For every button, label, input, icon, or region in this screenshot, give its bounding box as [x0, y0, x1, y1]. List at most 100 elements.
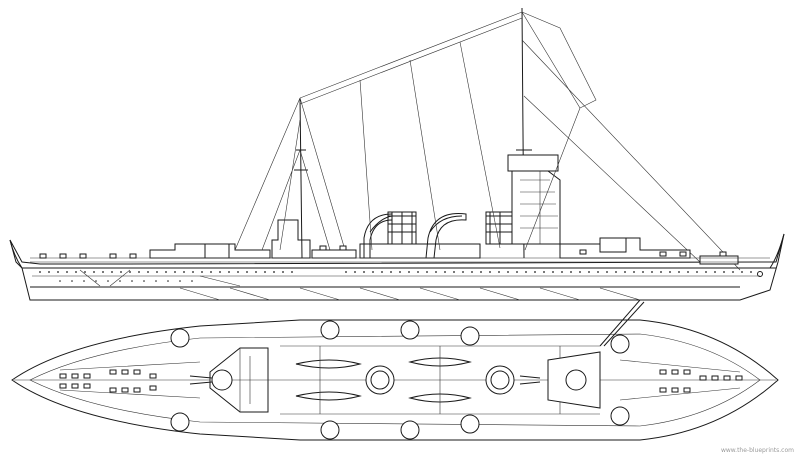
- deck-fitting: [129, 253, 137, 259]
- porthole: [687, 271, 689, 273]
- porthole: [426, 271, 428, 273]
- porthole: [579, 271, 581, 273]
- boat-crane-2: [425, 213, 467, 259]
- deck-fitting: [71, 373, 79, 379]
- porthole: [237, 271, 239, 273]
- porthole: [705, 271, 707, 273]
- porthole: [390, 271, 392, 273]
- porthole: [102, 271, 104, 273]
- plan-fore-turret: [211, 369, 233, 391]
- porthole: [633, 271, 635, 273]
- porthole: [399, 271, 401, 273]
- deck-fitting: [735, 375, 743, 381]
- porthole: [750, 271, 752, 273]
- porthole: [219, 271, 221, 273]
- porthole: [183, 271, 185, 273]
- deck-fittings: [39, 245, 727, 259]
- porthole: [651, 271, 653, 273]
- porthole: [119, 280, 121, 282]
- casemate-gun: [320, 420, 340, 440]
- aft-house: [699, 255, 739, 265]
- porthole: [534, 271, 536, 273]
- porthole: [606, 271, 608, 273]
- deck-outline: [11, 319, 779, 441]
- deck-fitting: [579, 249, 587, 255]
- plan-fore-guns: [189, 375, 213, 385]
- porthole: [201, 271, 203, 273]
- porthole: [732, 271, 734, 273]
- deck-fitting: [711, 375, 719, 381]
- porthole: [552, 271, 554, 273]
- fore-mast: [294, 97, 308, 259]
- deck-fitting: [71, 383, 79, 389]
- casemate-gun: [320, 320, 340, 340]
- porthole: [588, 271, 590, 273]
- porthole: [167, 280, 169, 282]
- porthole: [111, 271, 113, 273]
- deck-fitting: [319, 245, 327, 251]
- main-mast-tower: [511, 170, 561, 245]
- porthole: [282, 271, 284, 273]
- plan-aft-guns: [519, 375, 541, 385]
- deck-fitting: [133, 387, 141, 393]
- plan-funnel-1: [365, 365, 395, 395]
- casemate-gun: [610, 334, 630, 354]
- casemate-gun: [170, 412, 190, 432]
- deck-fitting: [59, 383, 67, 389]
- porthole: [155, 280, 157, 282]
- main-mast-details: [520, 171, 558, 244]
- deck-fitting: [109, 253, 117, 259]
- porthole: [59, 280, 61, 282]
- main-mast-platform: [507, 154, 559, 172]
- porthole: [156, 271, 158, 273]
- porthole: [408, 271, 410, 273]
- plan-boats: [295, 357, 472, 403]
- porthole: [192, 271, 194, 273]
- deck-rail: [30, 257, 770, 263]
- funnel-2-cap: [486, 212, 512, 244]
- casemate-gun: [400, 420, 420, 440]
- porthole: [624, 271, 626, 273]
- fore-turret: [204, 243, 230, 259]
- deck-fitting: [339, 245, 347, 251]
- porthole: [95, 280, 97, 282]
- plan-funnel-1-inner: [370, 370, 390, 390]
- porthole: [210, 271, 212, 273]
- stern-anchor: [757, 271, 763, 277]
- porthole: [246, 271, 248, 273]
- porthole: [147, 271, 149, 273]
- porthole: [345, 271, 347, 273]
- porthole: [120, 271, 122, 273]
- porthole: [561, 271, 563, 273]
- porthole: [741, 271, 743, 273]
- porthole: [381, 271, 383, 273]
- porthole: [525, 271, 527, 273]
- aft-turret: [599, 237, 627, 253]
- porthole: [453, 271, 455, 273]
- deck-fitting: [723, 375, 731, 381]
- porthole: [354, 271, 356, 273]
- bow-stem: [9, 239, 23, 269]
- plan-planking: [59, 359, 741, 401]
- porthole: [71, 280, 73, 282]
- porthole: [48, 271, 50, 273]
- deck-fitting: [83, 383, 91, 389]
- porthole: [138, 271, 140, 273]
- deck-fitting: [671, 387, 679, 393]
- deck-fitting: [109, 387, 117, 393]
- porthole: [444, 271, 446, 273]
- porthole: [678, 271, 680, 273]
- porthole: [570, 271, 572, 273]
- porthole: [462, 271, 464, 273]
- deck-fitting: [149, 373, 157, 379]
- porthole: [489, 271, 491, 273]
- porthole: [273, 271, 275, 273]
- porthole: [642, 271, 644, 273]
- deck-fitting: [133, 369, 141, 375]
- porthole: [363, 271, 365, 273]
- porthole: [696, 271, 698, 273]
- casemate-gun: [460, 414, 480, 434]
- porthole: [372, 271, 374, 273]
- deck-fitting: [699, 375, 707, 381]
